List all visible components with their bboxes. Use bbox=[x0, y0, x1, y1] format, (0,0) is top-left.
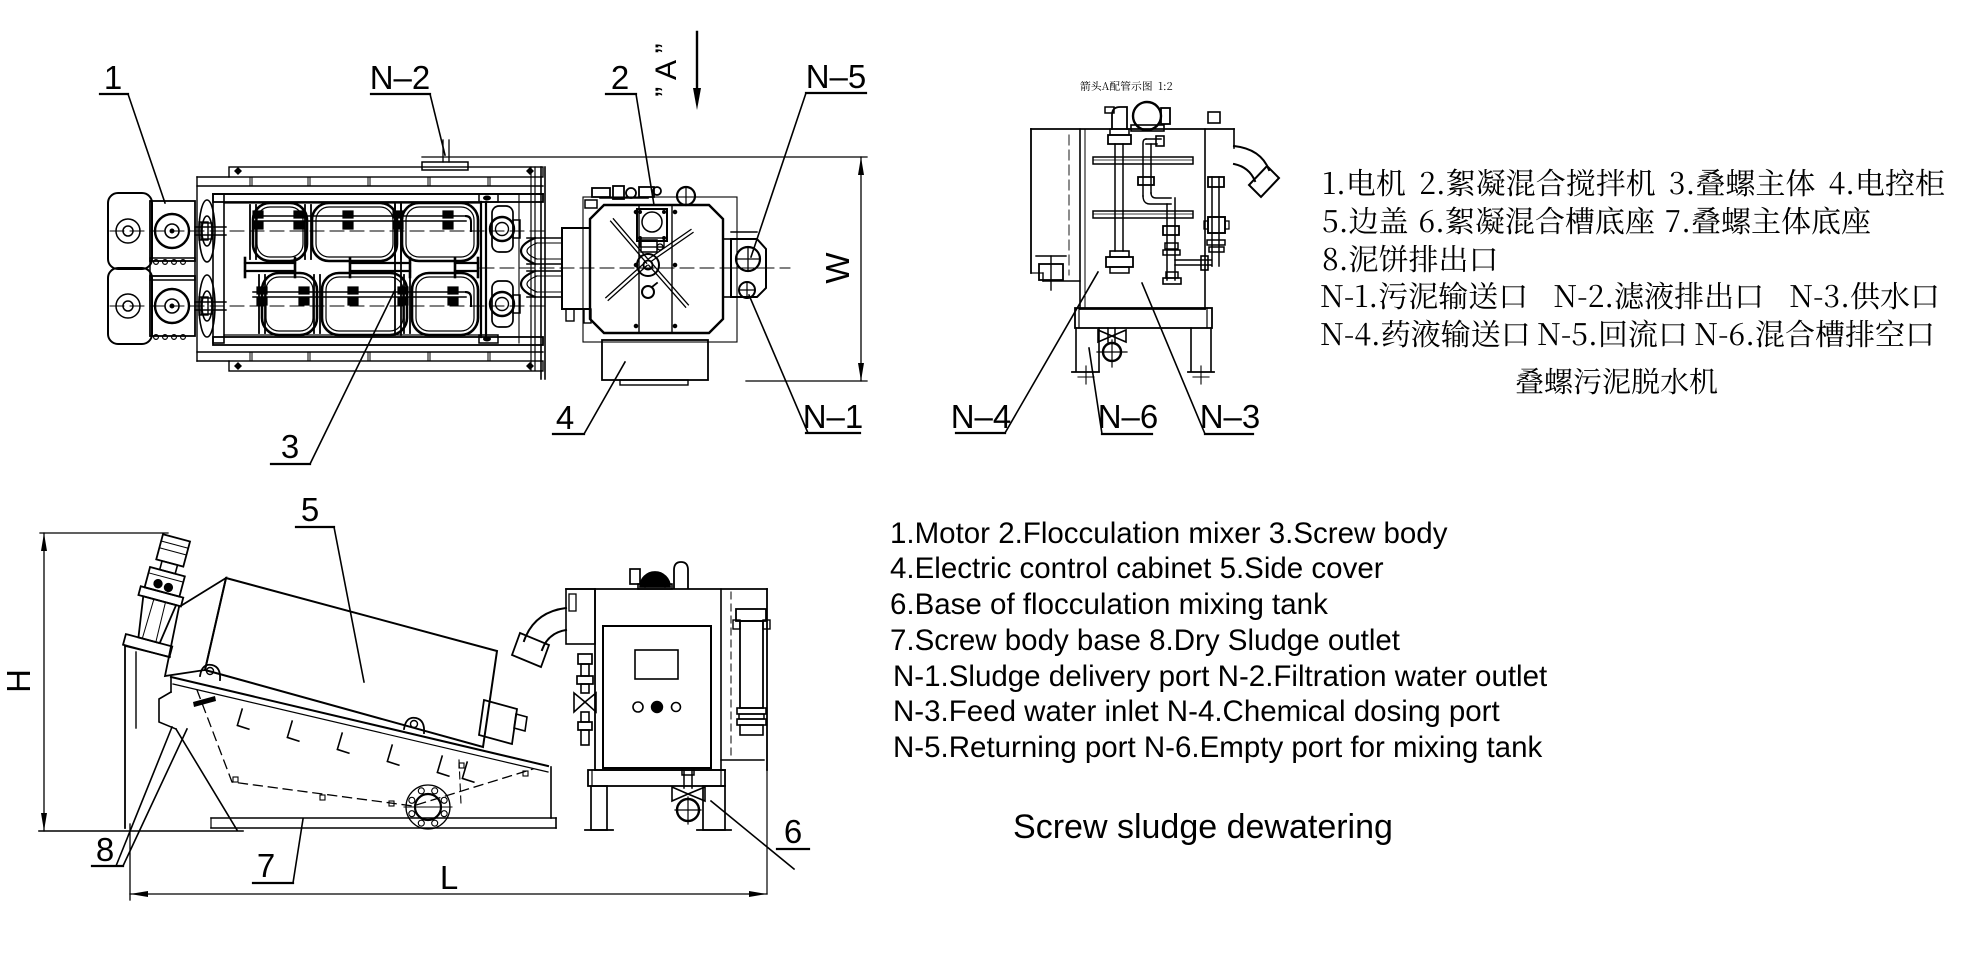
svg-text:H: H bbox=[0, 669, 37, 693]
svg-text:2: 2 bbox=[611, 59, 629, 96]
svg-text:W: W bbox=[819, 252, 856, 284]
svg-text:6.Base of flocculation mixing: 6.Base of flocculation mixing tank bbox=[890, 588, 1328, 621]
svg-text:4: 4 bbox=[556, 399, 574, 436]
svg-text:N–1: N–1 bbox=[803, 398, 864, 435]
svg-text:4.Electric control cabinet 5.S: 4.Electric control cabinet 5.Side cover bbox=[890, 552, 1384, 585]
svg-text:1: 1 bbox=[104, 59, 122, 96]
svg-text:N-1.Sludge delivery port N-2.F: N-1.Sludge delivery port N-2.Filtration … bbox=[893, 660, 1547, 693]
svg-text:7.Screw body base 8.Dry Sludge: 7.Screw body base 8.Dry Sludge outlet bbox=[890, 624, 1400, 657]
svg-text:3: 3 bbox=[281, 428, 299, 465]
svg-text:Screw sludge dewatering: Screw sludge dewatering bbox=[1013, 808, 1393, 846]
svg-text:N–4: N–4 bbox=[951, 398, 1012, 435]
svg-text:N–3: N–3 bbox=[1200, 398, 1261, 435]
svg-text:N-3.Feed water inlet N-4.Chemi: N-3.Feed water inlet N-4.Chemical dosing… bbox=[893, 695, 1500, 728]
svg-text:8: 8 bbox=[96, 831, 114, 868]
svg-text:7: 7 bbox=[257, 847, 275, 884]
svg-text:N-5.Returning port N-6.Empty p: N-5.Returning port N-6.Empty port for mi… bbox=[893, 731, 1542, 764]
svg-text:N–2: N–2 bbox=[370, 59, 431, 96]
svg-text:” A ”: ” A ” bbox=[650, 43, 683, 96]
svg-text:L: L bbox=[440, 859, 458, 896]
svg-text:6: 6 bbox=[784, 813, 802, 850]
svg-text:5: 5 bbox=[301, 491, 319, 528]
svg-text:1.Motor 2.Flocculation mixer 3: 1.Motor 2.Flocculation mixer 3.Screw bod… bbox=[890, 517, 1448, 550]
svg-text:N–6: N–6 bbox=[1098, 398, 1159, 435]
svg-text:N–5: N–5 bbox=[806, 58, 867, 95]
